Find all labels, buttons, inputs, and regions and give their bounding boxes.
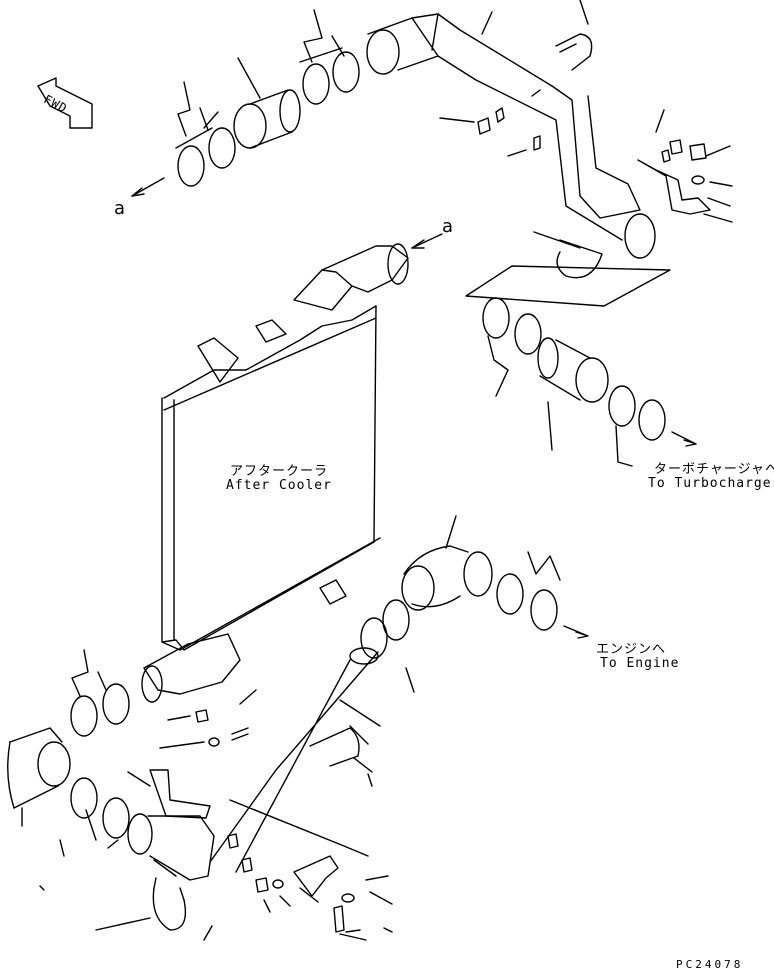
- engine-hose-clamps: [360, 573, 558, 659]
- turbo-group-frame: [465, 265, 671, 307]
- arrow-a-left: [131, 177, 165, 197]
- hose-clamps-lower-left: [70, 683, 130, 839]
- u-bolt-lower-left: [95, 877, 187, 931]
- reference-label-a-right: a: [442, 216, 454, 237]
- fwd-arrow-icon: [37, 77, 93, 129]
- aftercooler-core: [161, 305, 381, 651]
- drawing-code: PC24078: [676, 958, 744, 971]
- engine-elbow-hose: [401, 545, 493, 611]
- reference-label-a-left: a: [114, 198, 126, 219]
- hose-sleeve-lower-left: [7, 727, 71, 809]
- engine-label-jp: エンジンへ: [596, 642, 667, 657]
- mounting-bracket-lower: [149, 769, 339, 897]
- aftercooler-inlet-tank: [197, 243, 409, 383]
- arrow-a-right: [411, 233, 443, 249]
- upper-hump-hose: [366, 13, 656, 259]
- aftercooler-label-en: After Cooler: [226, 478, 332, 493]
- lower-long-pipe: [127, 647, 379, 881]
- lower-group-frame: [229, 799, 369, 857]
- u-bolt-upper: [555, 33, 603, 279]
- aftercooler-outlet-tank: [141, 579, 347, 703]
- aftercooler-label-jp: アフタークーラ: [230, 464, 329, 479]
- turbocharger-label-jp: ターボチャージャへ: [654, 462, 774, 477]
- bolts-nuts-upper: [477, 107, 707, 185]
- u-bolt-lower-right: [309, 727, 373, 773]
- turbo-hose-sleeve: [537, 337, 609, 403]
- engine-label-en: To Engine: [600, 656, 680, 671]
- arrow-to-engine: [563, 625, 589, 639]
- turbo-hose-clamps: [482, 297, 666, 441]
- mounting-bracket-upper: [637, 159, 711, 215]
- hose-sleeve-upper: [233, 89, 301, 149]
- bolts-nuts-lower: [195, 709, 355, 933]
- arrow-to-turbo: [671, 431, 697, 447]
- hose-clamps-upper-left: [175, 47, 360, 187]
- turbocharger-label-en: To Turbocharger: [648, 476, 774, 491]
